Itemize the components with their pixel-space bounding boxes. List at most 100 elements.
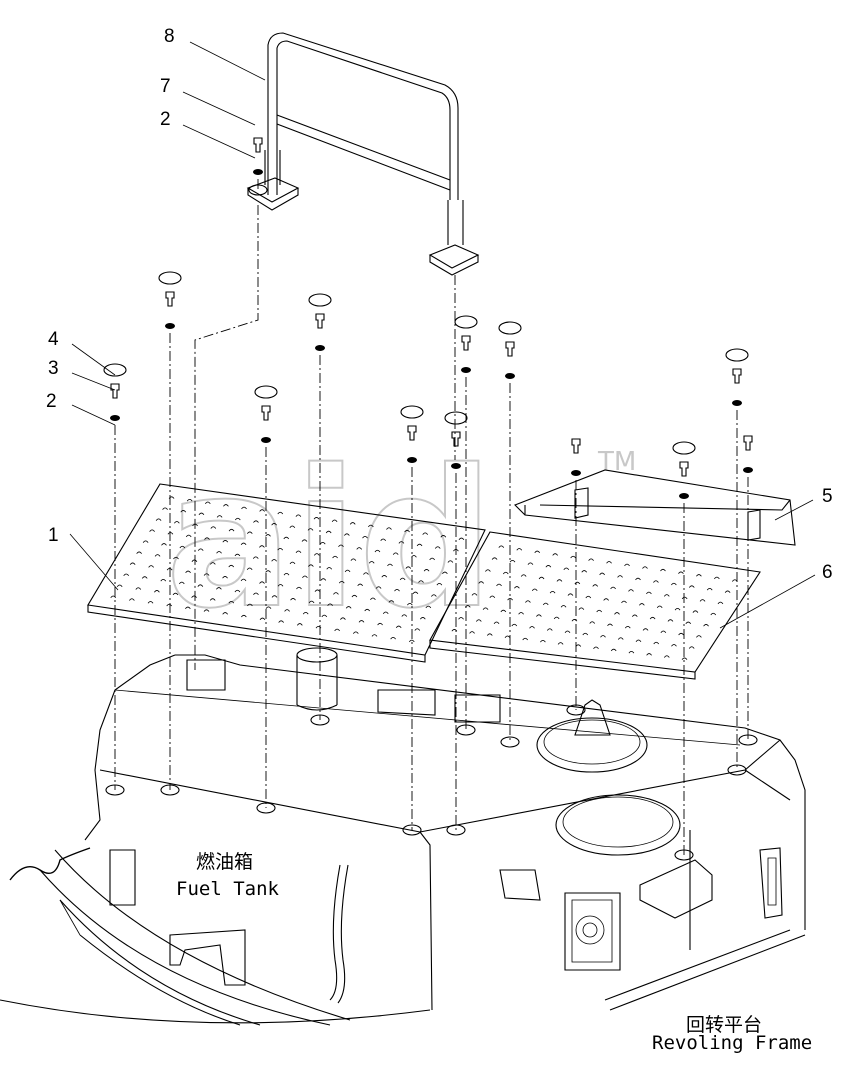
revolving-frame-label-en: Revoling Frame [652, 1032, 812, 1054]
plate-hole [600, 635, 606, 638]
plate-hole [116, 584, 123, 587]
centerline [194, 205, 259, 670]
plate-hole [283, 536, 290, 540]
plate-hole [222, 612, 229, 615]
plate-hole [440, 535, 447, 538]
bolt [732, 368, 742, 384]
plate-hole [674, 608, 681, 611]
plate-hole [302, 611, 309, 615]
plate-hole [204, 537, 210, 540]
plate-hole [203, 609, 210, 612]
plate-hole [706, 587, 713, 591]
plate-hole [352, 631, 359, 634]
plate-hole [172, 592, 179, 596]
plate-hole [166, 603, 173, 607]
bolt [165, 291, 175, 307]
plate-hole [493, 621, 500, 625]
plate-hole [259, 545, 265, 548]
plate-hole [228, 564, 235, 568]
plate-hole [283, 572, 290, 576]
plate-hole [179, 545, 186, 549]
plate-hole [471, 593, 478, 596]
plate-hole [536, 614, 542, 617]
plate-hole [278, 620, 284, 623]
plate-hole [168, 496, 175, 499]
fasteners [103, 137, 758, 861]
plate-hole [518, 612, 524, 615]
plate-hole [135, 587, 142, 590]
lock-washer [732, 400, 742, 406]
plate-hole [593, 646, 599, 649]
plate-hole [162, 507, 168, 510]
plate-hole [246, 531, 253, 534]
plate-hole [386, 527, 392, 530]
plate-hole [228, 601, 235, 604]
plate-hole [649, 616, 656, 620]
plate-hole [387, 563, 393, 567]
plate-hole [110, 595, 117, 599]
lock-washer [461, 367, 471, 373]
bolt [743, 435, 753, 451]
plate-hole [350, 558, 357, 561]
mount-hole [727, 764, 747, 776]
plate-hole [531, 588, 538, 591]
plate-hole [516, 548, 523, 551]
plate-hole [458, 617, 464, 620]
plate-hole [129, 598, 135, 601]
plate-hole [696, 574, 702, 577]
plate-hole [209, 598, 216, 601]
plate-hole [717, 601, 724, 605]
plate-hole [234, 517, 241, 521]
plate-hole [222, 576, 228, 579]
plate-hole [570, 555, 576, 559]
plate-hole [284, 609, 290, 612]
plate-hole [502, 571, 509, 575]
callout-7: 7 [160, 76, 171, 97]
plate-hole [364, 608, 371, 612]
bolt [315, 313, 325, 329]
plate-hole [412, 591, 419, 595]
plate-hole [136, 551, 142, 554]
plate-hole [624, 625, 631, 629]
plate-hole [527, 562, 534, 565]
plate-hole [265, 534, 271, 537]
plate-hole [247, 603, 253, 607]
plate-hole [375, 586, 382, 589]
plate-hole [596, 609, 603, 613]
plate-hole [418, 580, 424, 583]
plate-hole [606, 561, 612, 564]
plate-hole [333, 592, 339, 595]
washer-cap [444, 411, 468, 425]
plate-hole [642, 566, 648, 569]
plate-hole [344, 569, 351, 573]
plate-hole [529, 626, 535, 629]
plate-hole [315, 625, 322, 629]
plate-hole [425, 605, 432, 609]
plate-hole [295, 514, 302, 517]
plate-hole [610, 586, 616, 590]
mount-hole [446, 824, 466, 836]
plate-hole [617, 575, 623, 578]
washer-cap [725, 348, 749, 362]
plate-hole [451, 629, 458, 632]
mount-hole [310, 714, 330, 726]
plate-hole [703, 624, 709, 627]
mount-hole [456, 724, 476, 736]
lock-washer [505, 373, 515, 379]
bolt [571, 438, 581, 454]
plate-hole [240, 578, 247, 582]
leader-lines [69, 41, 816, 629]
plate-hole [277, 584, 284, 587]
washer-cap [672, 441, 696, 455]
plate-hole [185, 606, 191, 610]
plate-hole [368, 561, 375, 564]
plate-hole [485, 569, 491, 572]
bolt [407, 425, 417, 441]
plate-hole [582, 632, 589, 636]
plate-hole [635, 639, 642, 643]
plate-hole [482, 607, 489, 610]
plate-hole [197, 584, 204, 587]
plate-hole [216, 551, 222, 554]
plate-hole [271, 595, 278, 598]
plate-hole [688, 585, 695, 588]
